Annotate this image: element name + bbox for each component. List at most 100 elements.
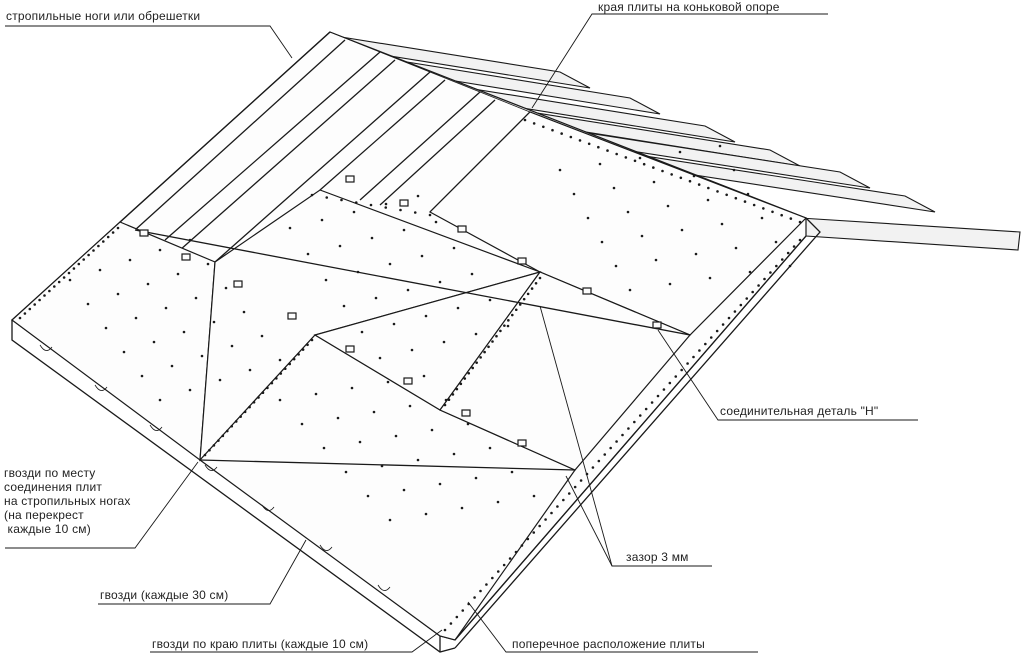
h-clip bbox=[287, 312, 297, 320]
joint-line bbox=[199, 459, 576, 471]
nail-dot bbox=[306, 343, 309, 347]
nail-dot bbox=[460, 506, 464, 510]
nail-dot bbox=[496, 500, 500, 504]
nail-dot bbox=[562, 498, 565, 502]
nail-dot bbox=[485, 583, 488, 586]
nail-dot bbox=[752, 203, 756, 207]
nail-dot bbox=[467, 371, 471, 375]
nail-dot bbox=[591, 466, 595, 469]
nail-dot bbox=[652, 166, 655, 169]
h-clip bbox=[461, 409, 471, 417]
h-clip bbox=[345, 175, 355, 183]
nail-dot bbox=[402, 488, 406, 492]
nail-dot bbox=[384, 206, 388, 209]
nail-dot bbox=[508, 557, 512, 560]
nail-dot bbox=[322, 446, 326, 450]
label-gap: зазор 3 мм bbox=[626, 550, 689, 564]
nail-dot bbox=[122, 350, 126, 354]
leader-joint-nails bbox=[5, 461, 199, 549]
nail-dot bbox=[366, 494, 370, 498]
nail-dot bbox=[668, 282, 672, 286]
nail-dot bbox=[128, 258, 132, 262]
eave bbox=[11, 217, 821, 653]
nail-dot bbox=[248, 368, 252, 372]
nail-dot bbox=[757, 284, 760, 287]
nail-dot bbox=[164, 306, 168, 310]
nail-dot bbox=[406, 288, 410, 292]
nail-dot bbox=[388, 262, 392, 266]
nail-dot bbox=[762, 207, 765, 210]
nail-dot bbox=[503, 324, 506, 327]
nail-dot bbox=[530, 287, 534, 290]
nail-dot bbox=[621, 433, 624, 437]
nail-dot bbox=[628, 288, 632, 292]
nail-dot bbox=[278, 398, 282, 402]
nail-dot bbox=[542, 125, 545, 129]
nail-dot bbox=[627, 427, 630, 430]
nail-dot bbox=[252, 400, 256, 404]
nail-dot bbox=[212, 444, 216, 447]
nail-dot bbox=[491, 340, 494, 343]
rafter-end bbox=[204, 464, 218, 471]
nail-dot bbox=[733, 310, 737, 313]
nail-dot bbox=[158, 398, 162, 402]
h-clip bbox=[403, 377, 413, 385]
nail-dot bbox=[638, 156, 642, 160]
nail-dot bbox=[633, 159, 637, 163]
nail-dot bbox=[270, 381, 274, 385]
nail-dot bbox=[242, 310, 246, 314]
nail-dot bbox=[479, 356, 482, 359]
rafter-end bbox=[39, 344, 53, 351]
nail-dot bbox=[487, 345, 490, 349]
nail-dot bbox=[182, 330, 186, 334]
nail-dot bbox=[526, 292, 530, 296]
nail-dot bbox=[769, 271, 772, 274]
rafter bbox=[799, 217, 1021, 251]
nail-dot bbox=[697, 183, 701, 186]
nail-dot bbox=[674, 375, 678, 378]
rafter-channel bbox=[179, 59, 396, 251]
leader-field-nails bbox=[98, 539, 307, 605]
nail-dot bbox=[394, 434, 398, 438]
nail-dot bbox=[23, 312, 27, 315]
nail-dot bbox=[325, 196, 329, 199]
nail-dot bbox=[488, 446, 492, 450]
nail-dot bbox=[786, 251, 790, 255]
nail-dot bbox=[416, 458, 420, 462]
nail-dot bbox=[475, 361, 478, 364]
nail-dot bbox=[336, 416, 340, 420]
leader-edge-nails bbox=[150, 629, 443, 653]
nail-dot bbox=[775, 264, 778, 268]
nail-dot bbox=[104, 326, 108, 330]
nail-dot bbox=[718, 144, 722, 148]
nail-dot bbox=[506, 324, 510, 328]
nail-dot bbox=[502, 563, 506, 567]
nail-dot bbox=[670, 173, 673, 176]
nail-dot bbox=[597, 145, 600, 149]
rafter-end bbox=[261, 504, 275, 511]
nail-dot bbox=[340, 198, 343, 202]
nail-dot bbox=[342, 304, 346, 308]
nail-dot bbox=[609, 446, 612, 450]
nail-dot bbox=[698, 349, 701, 352]
nail-dot bbox=[560, 132, 563, 135]
nail-dot bbox=[188, 238, 192, 242]
nail-dot bbox=[534, 281, 538, 285]
rafter-ends bbox=[39, 344, 391, 591]
nail-dot bbox=[587, 142, 591, 146]
nail-dot bbox=[732, 168, 736, 172]
nail-dot bbox=[751, 290, 754, 294]
nail-dot bbox=[466, 422, 470, 426]
nail-dot bbox=[748, 270, 752, 274]
nail-dot bbox=[384, 202, 388, 206]
h-clip bbox=[345, 345, 355, 353]
nail-dot bbox=[734, 196, 738, 200]
nail-dot bbox=[715, 329, 719, 333]
nail-dot bbox=[53, 285, 56, 288]
nail-dot bbox=[642, 162, 646, 166]
nail-dot bbox=[152, 340, 156, 344]
leader-transverse bbox=[467, 601, 758, 653]
nail-dot bbox=[532, 531, 536, 534]
nail-dot bbox=[369, 203, 373, 207]
